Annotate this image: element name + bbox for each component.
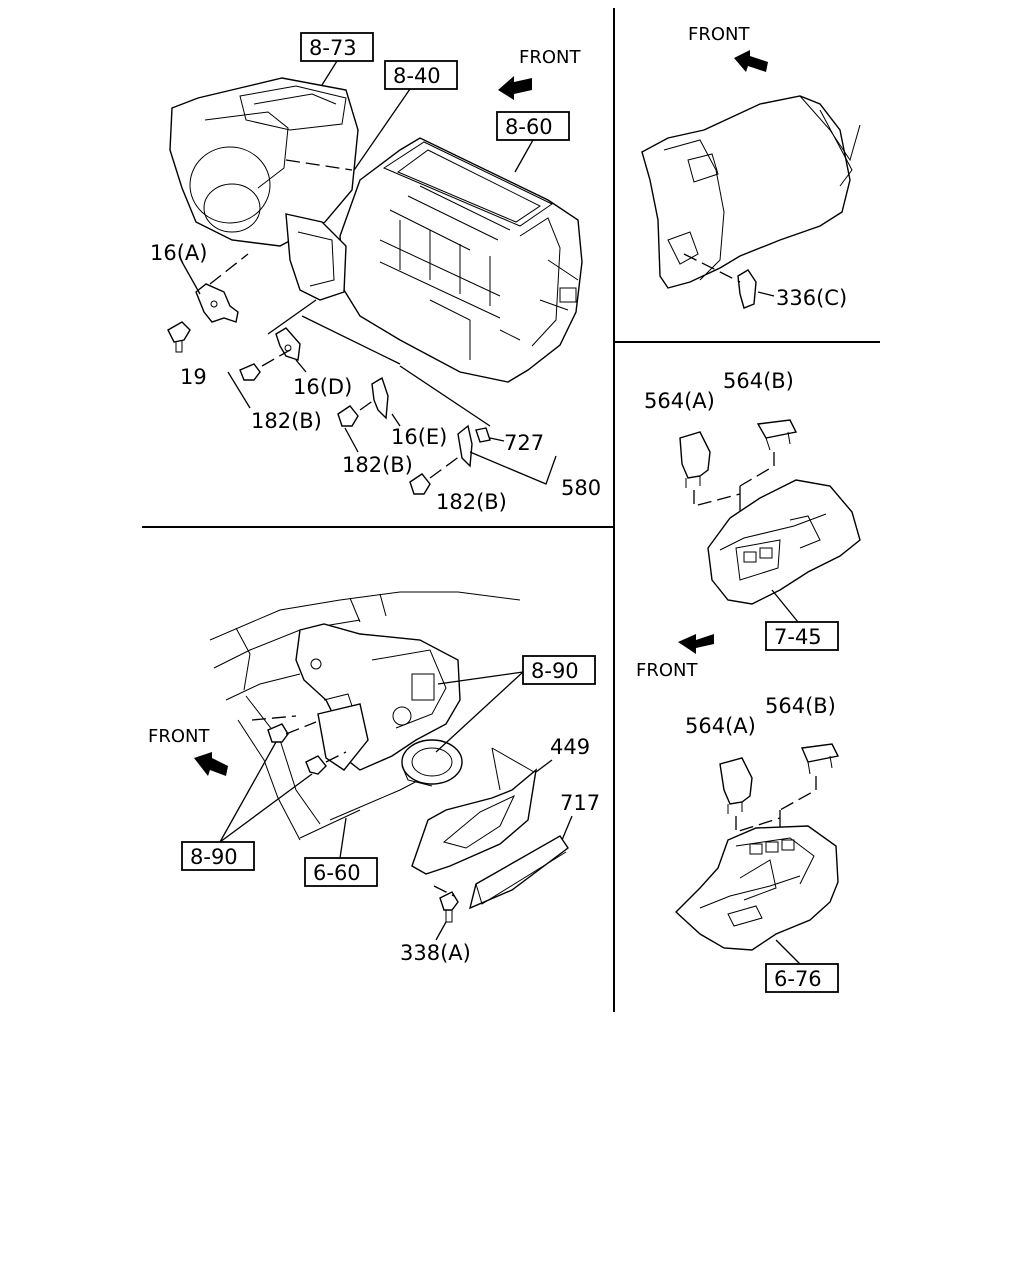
part-564a-lower — [719, 757, 753, 805]
ref-box-7-45 — [765, 621, 839, 651]
part-580-bracket — [457, 424, 473, 468]
ref-box-6-60 — [304, 857, 378, 887]
label-16a: 16(A) — [150, 241, 207, 265]
blower-case — [295, 623, 461, 771]
label-16e: 16(E) — [391, 425, 447, 449]
label-449: 449 — [550, 735, 590, 759]
console-6-76 — [674, 825, 839, 951]
label-338a: 338(A) — [400, 941, 471, 965]
part-727 — [475, 427, 491, 443]
label-727: 727 — [504, 431, 544, 455]
case-front-plate — [285, 213, 347, 301]
console-upper-panel: 564(A) 564(B) 7-45 FRONT — [636, 369, 861, 681]
front-arrow-3-icon — [678, 634, 714, 654]
screw-8-90-2 — [305, 755, 327, 775]
ref-box-6-76 — [765, 963, 839, 993]
part-16d — [275, 327, 301, 361]
label-16d: 16(D) — [293, 375, 352, 399]
part-564b-lower — [800, 743, 840, 763]
front-arrow-5-icon — [194, 752, 228, 776]
blower-housing — [169, 77, 359, 247]
console-lower-panel: 564(A) 564(B) 6-76 — [674, 694, 840, 993]
ref-7-45: 7-45 — [774, 625, 822, 649]
dashboard-frame — [209, 591, 521, 641]
ref-8-90-bottom: 8-90 — [190, 845, 238, 869]
label-19: 19 — [180, 365, 207, 389]
ref-8-40: 8-40 — [393, 64, 441, 88]
front-label-2: FRONT — [688, 24, 750, 45]
heater-unit-panel: 8-73 8-40 8-60 FRONT — [150, 32, 601, 514]
ref-6-60: 6-60 — [313, 861, 361, 885]
mounting-bracket — [317, 703, 369, 771]
label-336c: 336(C) — [776, 286, 847, 310]
label-717: 717 — [560, 791, 600, 815]
ref-box-8-90-top — [522, 655, 596, 685]
blower-duct-panel: FRONT — [148, 591, 600, 965]
label-564b-upper: 564(B) — [723, 369, 794, 393]
part-717-cover — [468, 835, 569, 910]
ref-8-73: 8-73 — [309, 36, 357, 60]
part-19-screw — [167, 321, 191, 343]
front-arrow-2-icon — [734, 50, 768, 72]
label-564a-upper: 564(A) — [644, 389, 715, 413]
front-label-3: FRONT — [636, 660, 698, 681]
ref-8-60: 8-60 — [505, 115, 553, 139]
screw-8-90-1 — [267, 723, 289, 743]
label-182b-1: 182(B) — [251, 409, 322, 433]
blower-motor — [401, 739, 463, 785]
front-label-5: FRONT — [148, 726, 210, 747]
part-336c-clip — [737, 269, 757, 309]
heater-case — [339, 137, 583, 383]
part-182b-screw-1 — [239, 363, 261, 381]
label-182b-2: 182(B) — [342, 453, 413, 477]
label-564a-lower: 564(A) — [685, 714, 756, 738]
console-7-45 — [707, 479, 861, 605]
ref-8-90-top: 8-90 — [531, 659, 579, 683]
part-182b-screw-2 — [337, 405, 359, 427]
ref-6-76: 6-76 — [774, 967, 822, 991]
front-label-1: FRONT — [519, 47, 581, 68]
part-338a-screw — [439, 891, 459, 911]
label-564b-lower: 564(B) — [765, 694, 836, 718]
part-449-frame — [411, 768, 537, 875]
label-580: 580 — [561, 476, 601, 500]
part-564b-upper — [756, 419, 798, 439]
part-16e — [371, 376, 389, 420]
part-564a-upper — [679, 431, 711, 479]
dash-side-cover — [641, 95, 851, 289]
ref-box-8-90-bottom — [181, 841, 255, 871]
label-182b-3: 182(B) — [436, 490, 507, 514]
ref-box-8-40 — [384, 60, 458, 90]
part-182b-screw-3 — [409, 473, 431, 495]
dash-side-panel: FRONT 336(C) — [641, 24, 861, 310]
front-arrow-1-icon — [498, 76, 532, 100]
